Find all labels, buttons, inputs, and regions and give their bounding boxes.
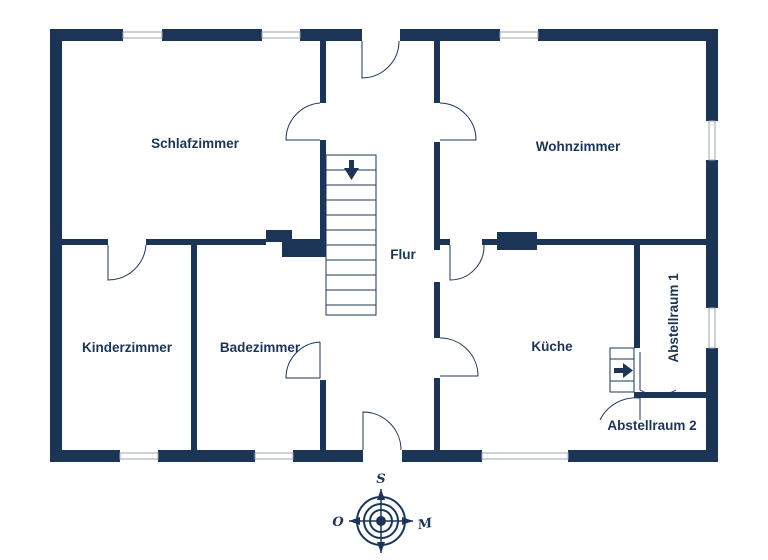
room-label-abstellraum-1: Abstellraum 1 <box>666 273 681 363</box>
door-abstellraum-1 <box>639 352 677 396</box>
room-label-schlafzimmer: Schlafzimmer <box>151 136 240 151</box>
room-label-badezimmer: Badezimmer <box>220 340 301 355</box>
compass-label-east: M <box>416 516 434 534</box>
interior-walls <box>62 41 706 450</box>
arrow-right-icon <box>614 363 633 378</box>
room-label-kinderzimmer: Kinderzimmer <box>82 340 173 355</box>
door-kinderzimmer <box>107 244 147 281</box>
door-wohnzimmer <box>439 102 477 141</box>
door-entrance-bottom <box>362 411 402 451</box>
room-label-kueche: Küche <box>531 339 573 354</box>
compass-label-west: O <box>332 515 344 530</box>
room-label-flur: Flur <box>390 247 416 262</box>
door-badezimmer <box>285 341 321 379</box>
doors <box>107 40 677 451</box>
room-label-abstellraum-2: Abstellraum 2 <box>607 418 696 433</box>
arrow-down-icon <box>344 160 359 180</box>
exterior-walls <box>50 29 718 462</box>
room-label-wohnzimmer: Wohnzimmer <box>536 139 621 154</box>
stairs <box>325 154 377 316</box>
door-kueche-lower <box>439 337 479 377</box>
compass-rose-icon <box>349 489 413 553</box>
door-entrance-top <box>361 40 400 79</box>
door-schlafzimmer <box>285 102 321 141</box>
compass-label-north: S <box>376 472 385 487</box>
windows <box>119 31 716 460</box>
door-abstellraum-2 <box>599 397 641 421</box>
door-kueche-upper <box>449 244 485 281</box>
